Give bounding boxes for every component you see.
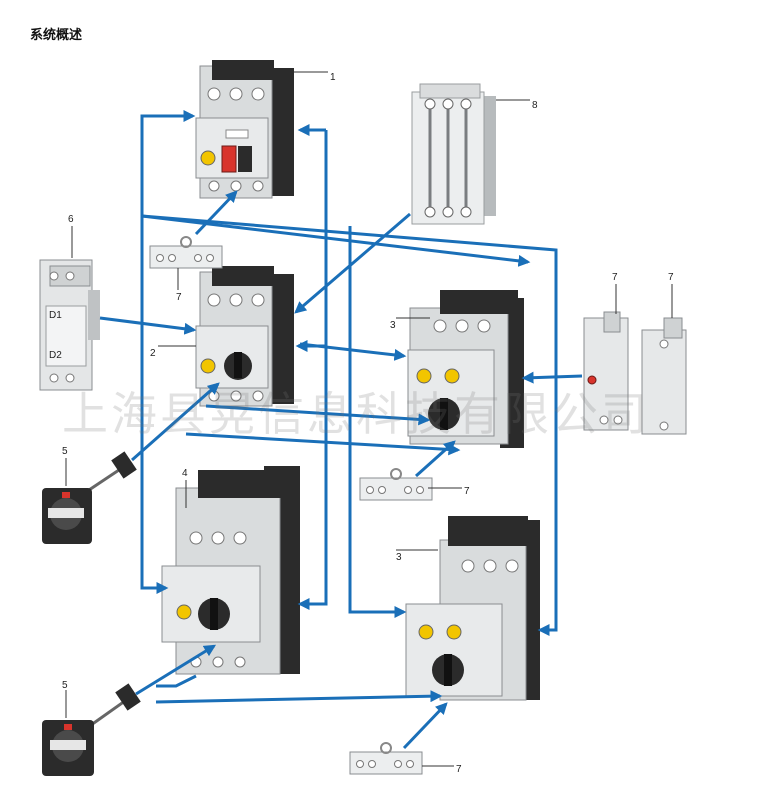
- component-7-contact-block-a: [149, 236, 223, 269]
- arrow-7-to-3a: [521, 371, 583, 384]
- arrow-7c-to-3b: [402, 702, 448, 750]
- contact-label-d1: D1: [49, 310, 62, 321]
- callout-8: 8: [532, 100, 538, 111]
- callout-4: 4: [182, 468, 188, 479]
- arrow-5b-to-3b: [155, 690, 443, 704]
- arrow-8-to-2: [294, 212, 411, 314]
- component-3b-motor-protector: [405, 516, 540, 701]
- arrow-7b-to-3a: [414, 440, 456, 478]
- arrow-to-3a-top: [141, 214, 531, 267]
- component-7-side-contact-b: [641, 317, 687, 435]
- callout-3b: 3: [396, 552, 402, 563]
- connection-arrows: [99, 110, 583, 750]
- callout-7a: 7: [176, 292, 182, 303]
- callout-3a: 3: [390, 320, 396, 331]
- callout-7e: 7: [456, 764, 462, 775]
- component-5-rotary-handle-b: [42, 683, 141, 776]
- callout-2: 2: [150, 348, 156, 359]
- arrow-5b-branch: [156, 674, 197, 688]
- arrow-5a-to-2: [131, 382, 220, 462]
- component-7-contact-block-c: [349, 742, 423, 775]
- callout-7d: 7: [464, 486, 470, 497]
- arrow-5b-to-4: [135, 644, 217, 696]
- arrow-to-3b-left: [348, 226, 407, 618]
- component-2-motor-protector: [195, 266, 294, 407]
- callout-7c: 7: [668, 272, 674, 283]
- arrow-6-to-2: [99, 316, 197, 335]
- callout-leaders: [65, 71, 673, 767]
- callout-6: 6: [68, 214, 74, 225]
- arrow-right-trunk: [297, 130, 328, 610]
- arrow-2-to-3a-mid: [205, 404, 431, 426]
- callout-5b: 5: [62, 680, 68, 691]
- component-7-side-contact-a: [583, 311, 629, 431]
- callout-5a: 5: [62, 446, 68, 457]
- arrow-2-to-3a: [299, 342, 407, 361]
- contact-label-d2: D2: [49, 350, 62, 361]
- component-7-contact-block-b: [359, 468, 433, 501]
- arrow-2-to-3a-bottom: [185, 432, 461, 456]
- component-6-auxiliary-contact: D1 D2: [39, 259, 100, 391]
- component-1-motor-protector: [195, 60, 294, 199]
- callout-7b: 7: [612, 272, 618, 283]
- component-4-motor-protector: [161, 466, 300, 675]
- arrow-7-to-1: [194, 190, 238, 236]
- component-5-rotary-handle-a: [42, 451, 137, 544]
- component-8-terminal-block: [411, 83, 496, 225]
- component-3a-motor-protector: [407, 290, 524, 448]
- callout-1: 1: [330, 72, 336, 83]
- page-title: 系统概述: [30, 28, 83, 43]
